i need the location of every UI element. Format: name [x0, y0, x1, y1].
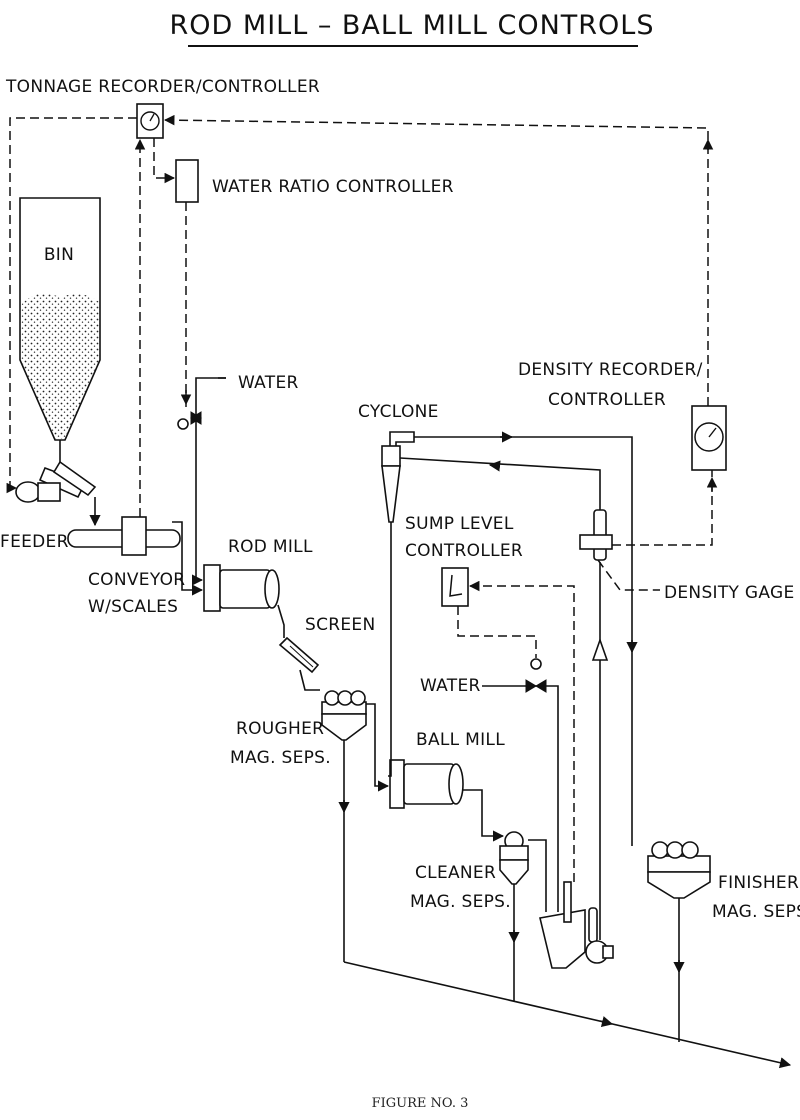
water-mid-label: WATER [420, 676, 481, 696]
bin-label: BIN [44, 245, 74, 265]
density-recorder-label-1: DENSITY RECORDER/ [518, 360, 703, 380]
control-lines [6, 114, 718, 882]
tonnage-recorder-label: TONNAGE RECORDER/CONTROLLER [5, 77, 320, 97]
cyclone-body [381, 445, 401, 467]
finisher-label-1: FINISHER [718, 873, 799, 893]
sump-level-label-1: SUMP LEVEL [405, 514, 514, 534]
conveyor-scale [121, 516, 147, 556]
ball-mill-shell [403, 763, 455, 805]
tonnage-dial-needle [149, 113, 155, 122]
tonnage-dial-icon [140, 111, 160, 131]
density-gage-label: DENSITY GAGE [664, 583, 795, 603]
ball-mill-feed-end [389, 759, 405, 809]
water-mid-actuator [530, 658, 542, 670]
figure-caption: FIGURE NO. 3 [372, 1096, 469, 1111]
sump-tank [539, 909, 586, 969]
rod-mill-feed-end [203, 564, 221, 612]
rougher-label-1: ROUGHER [236, 719, 324, 739]
rougher-label-2: MAG. SEPS. [230, 748, 331, 768]
rod-mill-discharge [264, 569, 280, 609]
finisher-hopper [647, 871, 711, 899]
rod-mill-label: ROD MILL [228, 537, 313, 557]
rougher-drum-1 [324, 690, 340, 706]
feeder-drive [37, 482, 61, 502]
screen-mesh [289, 645, 314, 668]
rod-mill-shell [219, 569, 271, 609]
water-top-actuator [177, 418, 189, 430]
rougher-drum-3 [350, 690, 366, 706]
water-ratio-controller-box [175, 159, 199, 203]
ball-mill-label: BALL MILL [416, 730, 505, 750]
rougher-drum-2 [337, 690, 353, 706]
cleaner-hopper [499, 859, 529, 885]
finisher-drum-1 [651, 841, 669, 859]
sump-level-controller-box [441, 567, 469, 607]
sump-level-probe [563, 881, 572, 923]
feeder-pan [52, 460, 97, 497]
density-dial-icon [694, 422, 724, 452]
water-top-label: WATER [238, 373, 299, 393]
screen-label: SCREEN [305, 615, 375, 635]
density-recorder-box [691, 405, 727, 471]
finisher-drum-3 [681, 841, 699, 859]
conveyor-label-2: W/SCALES [88, 597, 178, 617]
ball-mill-discharge [448, 763, 464, 805]
pump-discharge [602, 945, 614, 959]
diagram-title: ROD MILL – BALL MILL CONTROLS [170, 10, 655, 41]
cyclone-cone [381, 465, 401, 523]
density-recorder-label-2: CONTROLLER [548, 390, 666, 410]
sump-level-label-2: CONTROLLER [405, 541, 523, 561]
finisher-drum-2 [666, 841, 684, 859]
finisher-base [647, 855, 711, 873]
water-ratio-label: WATER RATIO CONTROLLER [212, 177, 454, 197]
conveyor-label-1: CONVEYOR [88, 570, 185, 590]
pump-column [588, 907, 598, 943]
process-lines [59, 377, 792, 1069]
cleaner-base [499, 845, 529, 861]
cleaner-label-1: CLEANER [415, 863, 496, 883]
cyclone-label: CYCLONE [358, 402, 439, 422]
rougher-hopper [321, 713, 367, 741]
feeder-label: FEEDER [0, 532, 69, 552]
cleaner-label-2: MAG. SEPS. [410, 892, 511, 912]
bin-ore-fill [21, 292, 99, 439]
density-dial-needle [708, 427, 717, 438]
sump-level-gauge-icon [449, 574, 463, 597]
feeder-motor-icon [15, 481, 41, 503]
density-gage-instrument [579, 534, 613, 550]
finisher-label-2: MAG. SEPS [712, 902, 800, 922]
